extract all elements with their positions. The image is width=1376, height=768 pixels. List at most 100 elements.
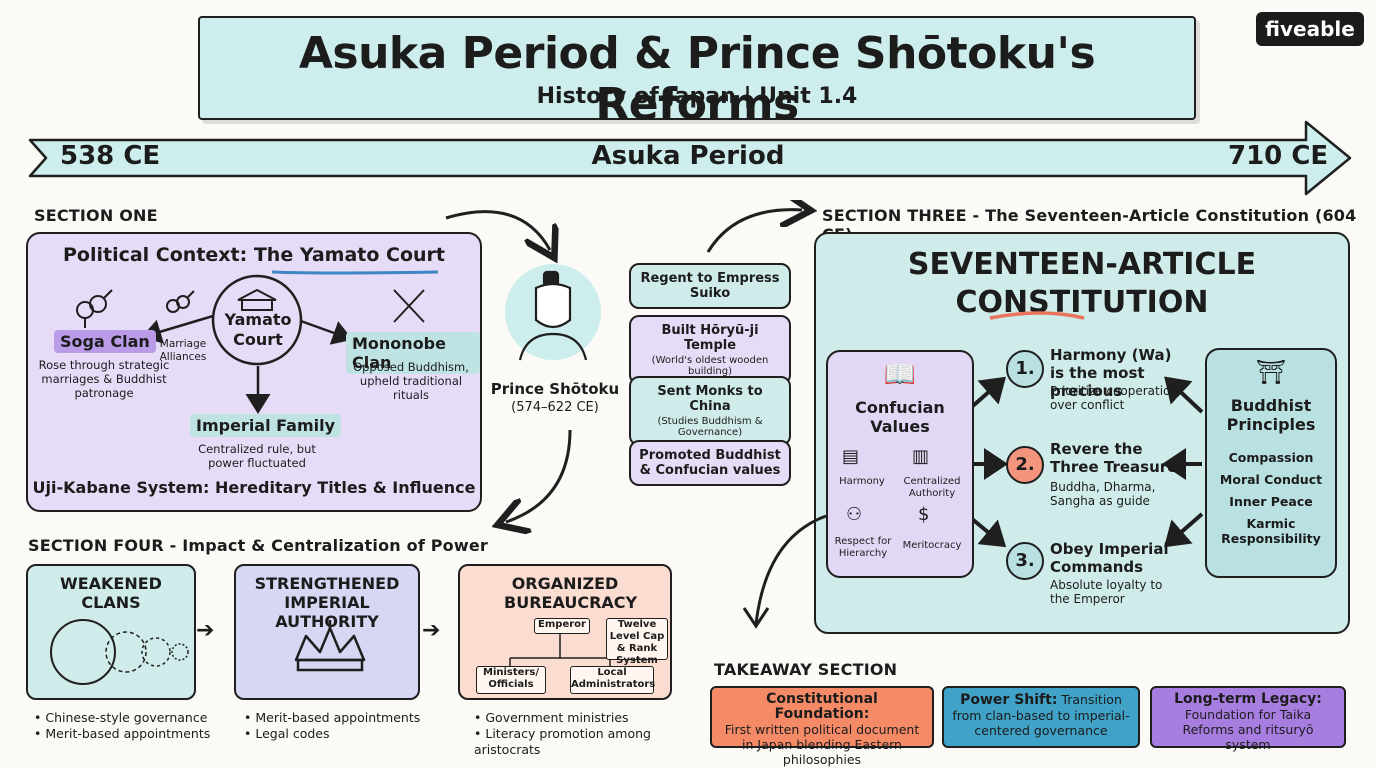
- takeaway-body: Transition from clan-based to imperial-c…: [952, 692, 1130, 738]
- achievement-title: Sent Monks to China: [657, 384, 763, 414]
- article-number: 1.: [1006, 350, 1044, 388]
- confucian-title: Confucian Values: [855, 398, 945, 436]
- impact-bullets: Chinese-style governance Merit-based app…: [34, 710, 210, 742]
- achievement-item: Regent to Empress Suiko: [629, 263, 791, 309]
- marriage-alliances-label: Marriage Alliances: [159, 338, 207, 363]
- constitution-title: SEVENTEEN-ARTICLE CONSTITUTION: [816, 246, 1348, 322]
- achievement-item: Built Hōryū-ji Temple (World's oldest wo…: [629, 315, 791, 385]
- confucian-values-box: 📖 Confucian Values ▤ ▥ Harmony Centraliz…: [826, 350, 974, 578]
- section-one-connectors: [76, 270, 439, 414]
- takeaway-item: Long-term Legacy: Foundation for Taika R…: [1150, 686, 1346, 752]
- mononobe-clan-tag: Mononobe Clan: [346, 332, 480, 374]
- book-icon: 📖: [883, 360, 917, 390]
- bullet-item: Merit-based appointments: [244, 710, 420, 726]
- article-title: Obey Imperial Commands: [1050, 540, 1169, 576]
- article-number: 3.: [1006, 542, 1044, 580]
- buddhist-item: Compassion: [1228, 450, 1314, 465]
- article-number: 2.: [1006, 446, 1044, 484]
- org-local: Local Administrators: [570, 666, 655, 694]
- takeaway-label: TAKEAWAY SECTION: [714, 660, 898, 679]
- title-banner: Asuka Period & Prince Shōtoku's Reforms …: [198, 16, 1196, 130]
- uji-kabane-footer: Uji-Kabane System: Hereditary Titles & I…: [32, 478, 476, 497]
- buddhist-title: Buddhist Principles: [1226, 396, 1316, 434]
- achievement-sub: (World's oldest wooden building): [651, 355, 769, 377]
- impact-bullets: Government ministries Literacy promotion…: [474, 710, 664, 758]
- takeaway-head: Constitutional Foundation:: [766, 691, 878, 722]
- confucian-item: Respect for Hierarchy: [834, 536, 892, 559]
- section-one-box: Political Context: The Yamato Court Yama…: [26, 232, 482, 512]
- achievement-item: Promoted Buddhist & Confucian values: [629, 440, 791, 486]
- mononobe-clan-desc: Opposed Buddhism, upheld traditional rit…: [353, 360, 469, 402]
- takeaway-item: Constitutional Foundation: First written…: [710, 686, 934, 767]
- page-title: Asuka Period & Prince Shōtoku's Reforms: [298, 28, 1096, 130]
- merit-icon: $: [918, 504, 930, 525]
- timeline-end: 710 CE: [1228, 141, 1329, 171]
- article-title: Revere the Three Treasures: [1050, 440, 1187, 476]
- takeaway-arrow: [742, 514, 827, 629]
- constitution-title-line1: SEVENTEEN-ARTICLE: [907, 247, 1257, 282]
- confucian-item: Meritocracy: [902, 540, 962, 551]
- achievement-title: Promoted Buddhist & Confucian values: [639, 448, 781, 478]
- achievement-title: Regent to Empress Suiko: [640, 271, 780, 301]
- takeaway-body: Foundation for Taika Reforms and ritsury…: [1182, 707, 1314, 752]
- takeaway-head: Power Shift:: [960, 692, 1058, 708]
- takeaway-body: First written political document in Japa…: [724, 722, 920, 767]
- impact-bullets: Merit-based appointments Legal codes: [244, 710, 420, 742]
- article-desc: Buddha, Dharma, Sangha as guide: [1050, 480, 1156, 508]
- buddhist-item: Inner Peace: [1229, 494, 1313, 509]
- fiveable-logo[interactable]: fiveable: [1256, 12, 1364, 46]
- article-title: Harmony (Wa) is the most precious: [1050, 346, 1172, 400]
- timeline-start: 538 CE: [60, 141, 161, 171]
- article-desc: Prioritize cooperation over conflict: [1050, 384, 1178, 412]
- article-desc: Absolute loyalty to the Emperor: [1050, 578, 1163, 606]
- achievement-title: Built Hōryū-ji Temple: [661, 323, 759, 353]
- imperial-authority-box: STRENGTHENED IMPERIAL AUTHORITY: [234, 564, 420, 700]
- section-one-title: Political Context: The Yamato Court: [62, 244, 446, 266]
- arrow-right-icon: ➔: [422, 618, 441, 643]
- section-one-label: SECTION ONE: [34, 206, 158, 225]
- crown-icon: [294, 620, 366, 672]
- building-icon: ▥: [912, 446, 930, 467]
- impact-title: ORGANIZED BUREAUCRACY: [504, 574, 638, 612]
- section-four-label: SECTION FOUR - Impact & Centralization o…: [28, 536, 489, 555]
- imperial-family-desc: Centralized rule, but power fluctuated: [198, 442, 316, 470]
- bullet-item: Chinese-style governance: [34, 710, 210, 726]
- scroll-icon: ▤: [842, 446, 860, 467]
- confucian-item: Harmony: [839, 476, 885, 487]
- constitution-title-line2: CONSTITUTION: [955, 285, 1209, 320]
- prince-name: Prince Shōtoku: [490, 380, 620, 398]
- impact-title: STRENGTHENED IMPERIAL AUTHORITY: [254, 574, 400, 631]
- bullet-item: Literacy promotion among aristocrats: [474, 726, 664, 758]
- achievement-item: Sent Monks to China (Studies Buddhism & …: [629, 376, 791, 446]
- org-rank-system: Twelve Level Cap & Rank System: [606, 618, 668, 666]
- shrinking-circles-icon: [50, 619, 189, 685]
- confucian-item: Centralized Authority: [903, 476, 961, 499]
- achievement-sub: (Studies Buddhism & Governance): [657, 416, 763, 438]
- bullet-item: Government ministries: [474, 710, 664, 726]
- timeline-arrow: [28, 120, 1352, 196]
- buddhist-item: Karmic Responsibility: [1221, 516, 1321, 546]
- arrow-right-icon: ➔: [196, 618, 215, 643]
- temple-icon: ⛩: [1255, 358, 1287, 386]
- org-ministers: Ministers/ Officials: [476, 666, 546, 694]
- page-subtitle: History of Japan | Unit 1.4: [536, 84, 858, 109]
- flow-arrows: [445, 200, 820, 540]
- buddhist-principles-box: ⛩ Buddhist Principles Compassion Moral C…: [1205, 348, 1337, 578]
- bullet-item: Merit-based appointments: [34, 726, 210, 742]
- soga-clan-desc: Rose through strategic marriages & Buddh…: [38, 358, 170, 400]
- takeaway-head: Long-term Legacy:: [1174, 691, 1322, 707]
- soga-clan-tag: Soga Clan: [54, 330, 156, 353]
- imperial-family-tag: Imperial Family: [190, 414, 342, 437]
- org-emperor: Emperor: [534, 618, 590, 634]
- bullet-item: Legal codes: [244, 726, 420, 742]
- prince-dates: (574–622 CE): [511, 400, 599, 415]
- bureaucracy-box: ORGANIZED BUREAUCRACY Emperor Twelve Lev…: [458, 564, 672, 700]
- timeline-label: Asuka Period: [591, 141, 785, 171]
- org-chart-lines: [509, 634, 611, 666]
- hierarchy-icon: ⚇: [846, 504, 863, 525]
- takeaway-item: Power Shift: Transition from clan-based …: [942, 686, 1140, 748]
- yamato-court-label: Yamato Court: [224, 310, 292, 349]
- buddhist-item: Moral Conduct: [1219, 472, 1323, 487]
- impact-title: WEAKENED CLANS: [60, 574, 162, 612]
- weakened-clans-box: WEAKENED CLANS: [26, 564, 196, 700]
